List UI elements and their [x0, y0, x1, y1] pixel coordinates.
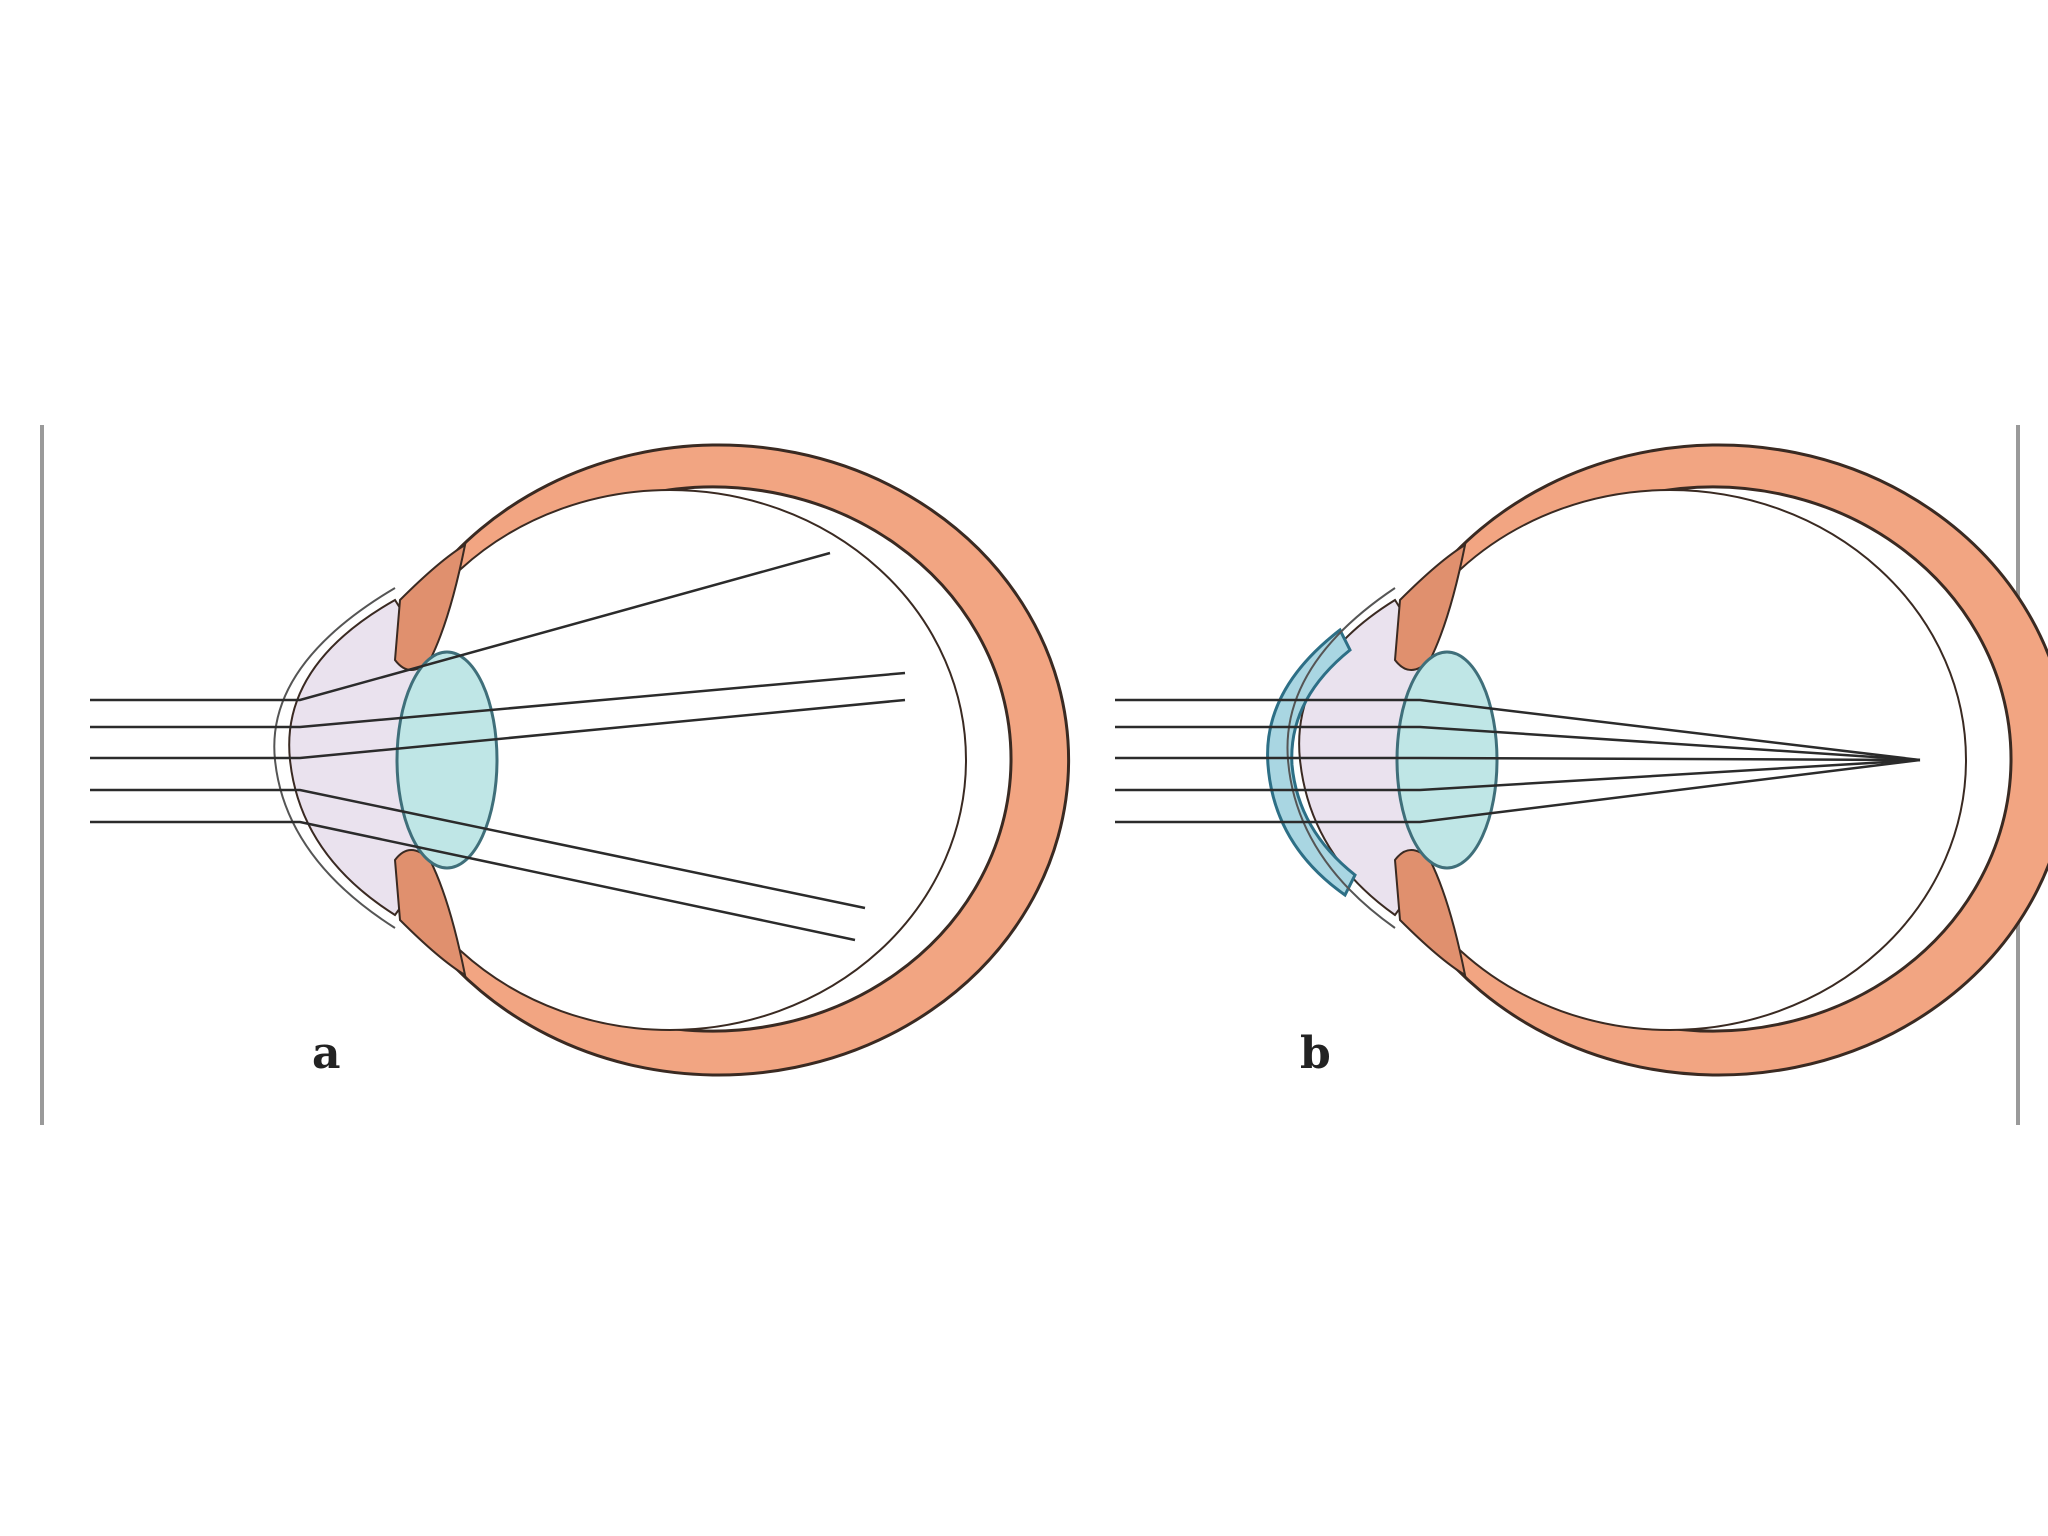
panel-b-ray: [1115, 758, 1921, 824]
panel-a-anterior-chamber: [288, 598, 421, 917]
panel-b-cornea: [1286, 587, 1396, 929]
panel-a-ray: [90, 698, 906, 760]
panel-b-ray: [1115, 756, 1921, 762]
panel-b-eye: b: [1115, 443, 2048, 1079]
panel-a-cornea: [273, 587, 396, 929]
panel-b-label: b: [1300, 1028, 1331, 1079]
panel-b-iris-lower: [1393, 849, 1467, 978]
panel-b-lens: [1395, 650, 1499, 870]
panel-a-ray: [90, 551, 831, 702]
panel-a-eye: a: [90, 443, 1071, 1079]
panel-a-ray: [90, 788, 866, 910]
panel-a-iris-lower: [393, 849, 467, 978]
panel-a-lens: [395, 650, 499, 870]
panel-b-ray: [1115, 698, 1921, 762]
panel-a-light-rays: [90, 551, 906, 942]
panel-b-contact-lens: [1266, 627, 1357, 898]
panel-a-ray: [90, 820, 856, 942]
panel-b-light-rays: [1115, 698, 1921, 824]
panel-b-iris-upper: [1393, 542, 1467, 671]
panel-a-label: a: [312, 1028, 341, 1079]
panel-a-ray: [90, 671, 906, 729]
panel-b-ray: [1115, 758, 1921, 792]
panel-b-ray: [1115, 725, 1921, 762]
